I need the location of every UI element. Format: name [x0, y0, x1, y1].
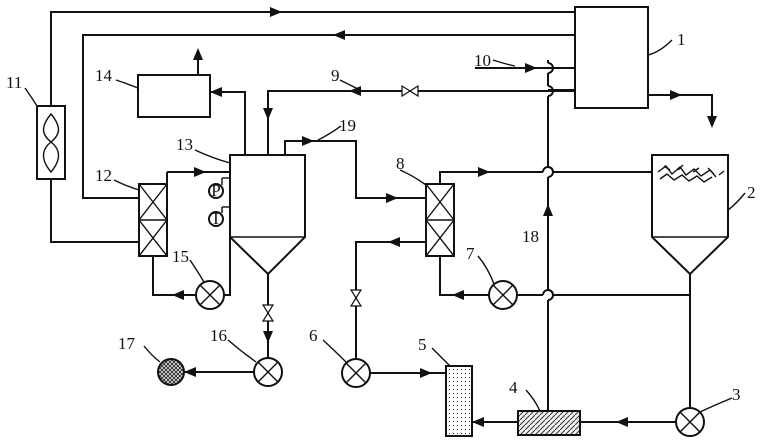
- unit-11-fan: [36, 105, 66, 180]
- unit-8-exchanger: [425, 183, 455, 257]
- label-17: 17: [118, 334, 136, 353]
- unit-14-box: [137, 74, 211, 118]
- label-11: 11: [6, 73, 22, 92]
- valve-16-icon: [261, 304, 275, 322]
- label-2: 2: [747, 183, 756, 202]
- unit-17-tank: [157, 358, 185, 386]
- label-15: 15: [172, 247, 189, 266]
- unit-13-cyclone: [229, 154, 306, 276]
- label-18: 18: [522, 227, 539, 246]
- unit-12-exchanger: [138, 183, 168, 257]
- pump-3: [675, 407, 705, 437]
- pump-6: [341, 358, 371, 388]
- pump-7: [488, 280, 518, 310]
- label-3: 3: [732, 385, 741, 404]
- pressure-gauge-label: P: [211, 181, 220, 200]
- label-8: 8: [396, 154, 405, 173]
- unit-5-column: [445, 365, 473, 437]
- label-9: 9: [331, 66, 340, 85]
- valve-9-icon: [401, 84, 419, 98]
- temperature-gauge-icon: T: [208, 206, 230, 228]
- valve-6-icon: [349, 289, 363, 307]
- temperature-gauge-label: T: [211, 209, 222, 228]
- label-1: 1: [677, 30, 686, 49]
- label-13: 13: [176, 135, 193, 154]
- label-12: 12: [95, 166, 112, 185]
- pressure-gauge-icon: P: [208, 177, 230, 200]
- unit-4-block: [517, 410, 581, 436]
- label-19: 19: [339, 116, 356, 135]
- label-10: 10: [474, 51, 491, 70]
- label-5: 5: [418, 335, 427, 354]
- pump-15: [195, 280, 225, 310]
- label-4: 4: [509, 378, 518, 397]
- unit-2-hopper: [651, 154, 729, 276]
- pump-16: [253, 357, 283, 387]
- label-7: 7: [466, 244, 475, 263]
- label-16: 16: [210, 326, 227, 345]
- label-6: 6: [309, 326, 318, 345]
- unit-1-box: [574, 6, 649, 109]
- label-14: 14: [95, 66, 113, 85]
